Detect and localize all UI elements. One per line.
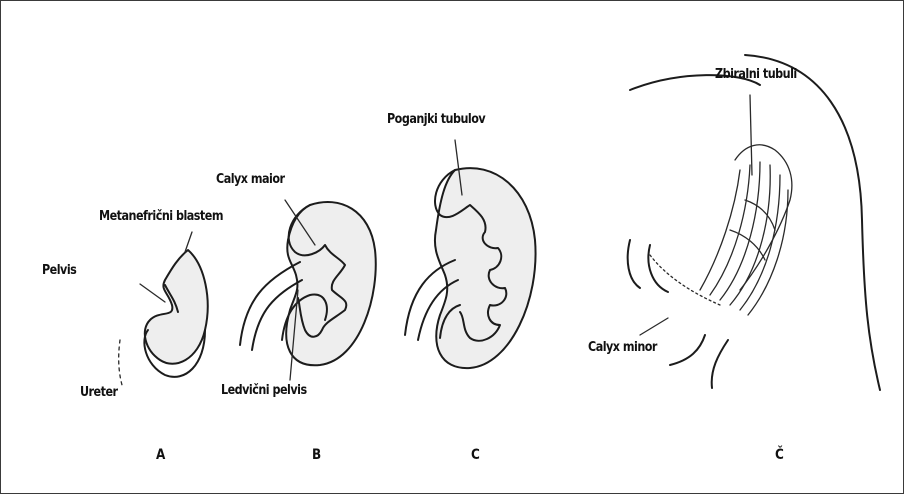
stage-label-c: C: [471, 447, 480, 463]
kidney-stage-c: [405, 168, 536, 368]
kidney-stage-c-caron: [628, 55, 880, 390]
stage-label-a: A: [156, 447, 165, 463]
kidney-stage-b: [240, 202, 376, 365]
label-calyx-minor: Calyx minor: [588, 340, 657, 355]
label-calyx-maior: Calyx maior: [216, 172, 285, 187]
label-ureter: Ureter: [80, 385, 118, 400]
label-zbiralni-tubuli: Zbiralni tubuli: [715, 67, 797, 82]
zbiralni-pointer: [750, 95, 752, 175]
calyx-minor-pointer: [640, 318, 668, 335]
label-ledvicni-pelvis: Ledvični pelvis: [221, 383, 307, 398]
stage-label-b: B: [312, 447, 321, 463]
label-pelvis: Pelvis: [42, 263, 76, 278]
pelvis-pointer: [140, 284, 165, 302]
label-poganjki-tubulov: Poganjki tubulov: [387, 112, 485, 127]
label-metanefricni-blastem: Metanefrični blastem: [99, 209, 223, 224]
stage-label-c-caron: Č: [775, 447, 784, 463]
metanefricni-pointer: [185, 232, 192, 252]
kidney-stage-a: [119, 250, 208, 385]
